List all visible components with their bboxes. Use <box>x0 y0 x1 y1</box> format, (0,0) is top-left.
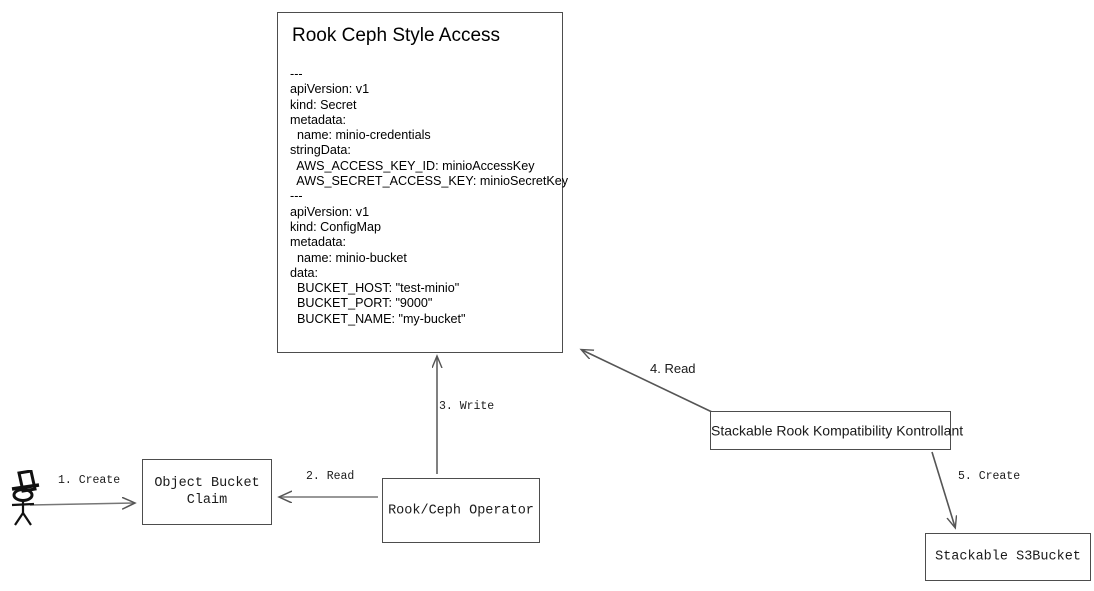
user-actor-icon <box>11 470 40 526</box>
srkk-label: Stackable Rook Kompatibility Kontrollant <box>711 422 964 438</box>
node-srkk: Stackable Rook Kompatibility Kontrollant <box>710 411 964 450</box>
node-stackable-s3bucket: Stackable S3Bucket <box>925 533 1091 581</box>
yaml-card-title: Rook Ceph Style Access <box>292 25 501 46</box>
node-rook-ceph-operator: Rook/Ceph Operator <box>382 478 540 543</box>
edge-label-read-2: 2. Read <box>306 470 355 483</box>
edge-read-4 <box>582 350 713 413</box>
edge-label-create-5: 5. Create <box>958 470 1021 483</box>
stackable-s3bucket-label: Stackable S3Bucket <box>935 549 1081 565</box>
edge-label-write-3: 3. Write <box>439 400 495 413</box>
rook-ceph-style-access-card: Rook Ceph Style Access --- apiVersion: v… <box>277 12 569 353</box>
object-bucket-claim-label: Object Bucket Claim <box>154 476 260 508</box>
edge-label-create-1: 1. Create <box>58 474 121 487</box>
rook-ceph-operator-label: Rook/Ceph Operator <box>388 503 534 518</box>
edge-create-5 <box>931 451 955 527</box>
edge-label-read-4: 4. Read <box>650 361 696 376</box>
yaml-card-body: --- apiVersion: v1 kind: Secret metadata… <box>290 67 569 326</box>
node-object-bucket-claim: Object Bucket Claim <box>142 459 272 525</box>
